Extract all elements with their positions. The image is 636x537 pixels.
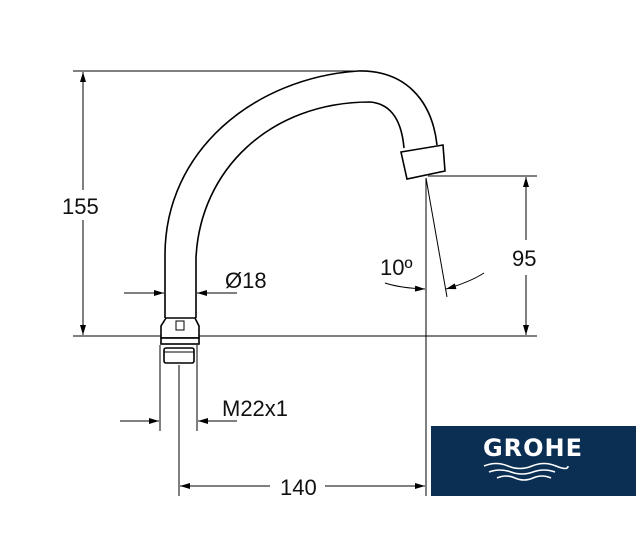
aerator (400, 144, 446, 180)
dimension-95-label: 95 (512, 246, 536, 271)
angle-line (425, 177, 448, 298)
grohe-logo: GROHE (431, 426, 636, 496)
angle-arrow-right (445, 272, 485, 290)
dimension-155-label: 155 (62, 194, 99, 219)
thread-label: M22x1 (222, 396, 288, 421)
angle-arrow-left (384, 282, 426, 292)
diameter-label: Ø18 (225, 268, 267, 293)
angle-label: 10º (380, 255, 413, 280)
dimension-140-label: 140 (280, 475, 317, 500)
thread-end (163, 347, 195, 364)
water-waves-icon (483, 462, 569, 481)
logo-text: GROHE (483, 434, 583, 462)
spout (160, 70, 446, 364)
